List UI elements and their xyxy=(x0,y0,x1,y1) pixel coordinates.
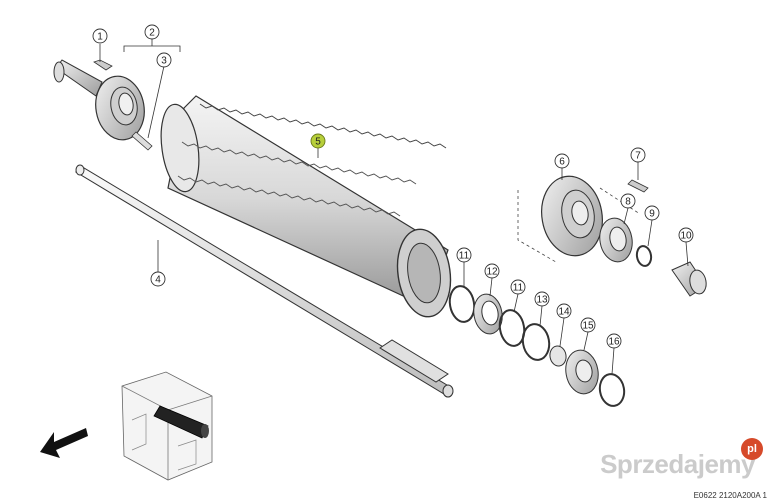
svg-text:5: 5 xyxy=(315,137,321,148)
seal-part-12 xyxy=(473,293,503,335)
svg-text:11: 11 xyxy=(459,251,470,262)
shaft-part-4 xyxy=(74,164,454,398)
callout-10: 10 xyxy=(678,227,694,243)
circlip-part-11b xyxy=(498,309,526,347)
bolt-part-7 xyxy=(627,179,649,193)
svg-text:12: 12 xyxy=(486,267,498,278)
callout-14: 14 xyxy=(556,303,572,319)
callout-group: 1 2 3 5 4 6 7 8 9 10 11 12 11 13 14 15 1… xyxy=(92,24,694,349)
svg-text:10: 10 xyxy=(680,231,692,242)
callout-16: 16 xyxy=(606,333,622,349)
svg-text:15: 15 xyxy=(582,321,594,332)
spacer-part-14 xyxy=(549,345,567,367)
callout-2: 2 xyxy=(144,24,160,40)
direction-arrow xyxy=(40,428,88,458)
watermark-text: Sprzedajemy xyxy=(600,449,755,479)
callout-12: 12 xyxy=(484,263,500,279)
bearing-part-8 xyxy=(599,217,633,263)
svg-text:11: 11 xyxy=(513,283,524,294)
ring-part-9 xyxy=(635,245,653,267)
ring-part-16 xyxy=(598,373,626,407)
pin-part-3 xyxy=(131,131,153,151)
svg-text:3: 3 xyxy=(161,56,167,67)
bolt-part-1 xyxy=(93,59,113,71)
callout-bracket-2 xyxy=(123,45,181,52)
callout-3: 3 xyxy=(156,52,172,68)
callout-13: 13 xyxy=(534,291,550,307)
callout-11a: 11 xyxy=(456,247,472,263)
callout-9: 9 xyxy=(644,205,660,221)
svg-text:1: 1 xyxy=(97,32,103,43)
drum-part-5 xyxy=(160,95,452,318)
svg-text:14: 14 xyxy=(558,307,570,318)
svg-text:8: 8 xyxy=(625,197,631,208)
ring-part-13 xyxy=(521,323,551,361)
callout-8: 8 xyxy=(620,193,636,209)
svg-text:7: 7 xyxy=(635,151,641,162)
callout-7: 7 xyxy=(630,147,646,163)
assembly-bracket xyxy=(517,190,557,263)
svg-text:9: 9 xyxy=(649,209,655,220)
watermark-badge: pl xyxy=(741,438,763,460)
svg-text:4: 4 xyxy=(155,275,161,286)
svg-text:13: 13 xyxy=(536,295,548,306)
svg-text:2: 2 xyxy=(149,28,155,39)
svg-text:6: 6 xyxy=(559,157,565,168)
callout-6: 6 xyxy=(554,153,570,169)
assembly-bracket xyxy=(599,187,641,215)
callout-4: 4 xyxy=(150,271,166,287)
machine-overview-inset xyxy=(121,371,213,481)
leader-lines xyxy=(99,38,689,375)
sleeve-part-10 xyxy=(671,261,707,297)
svg-text:16: 16 xyxy=(608,337,620,348)
drawing-code: E0622 2120A200A 1 xyxy=(693,491,767,500)
bearing-part-15 xyxy=(565,349,599,395)
housing-part-6 xyxy=(541,175,603,257)
flange-hub-part-1-2 xyxy=(53,59,145,141)
callout-1: 1 xyxy=(92,28,108,44)
callout-11b: 11 xyxy=(510,279,526,295)
callout-15: 15 xyxy=(580,317,596,333)
callout-5: 5 xyxy=(310,133,326,149)
circlip-part-11a xyxy=(448,285,476,323)
